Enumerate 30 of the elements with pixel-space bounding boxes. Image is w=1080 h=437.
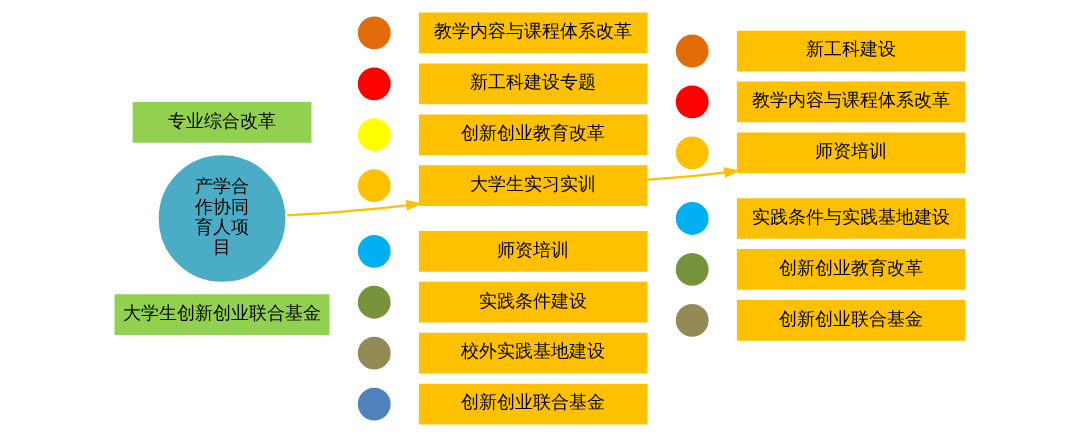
node-box: 实践条件与实践基地建设 bbox=[736, 198, 966, 239]
node-circle bbox=[357, 234, 391, 268]
node-circle bbox=[675, 202, 709, 235]
node-circle bbox=[675, 136, 709, 170]
node-box: 新工科建设 bbox=[736, 30, 966, 72]
node-circle bbox=[675, 85, 709, 119]
node-box: 新工科建设专题 bbox=[418, 63, 648, 105]
node-box: 创新创业教育改革 bbox=[736, 249, 966, 290]
node-box: 教学内容与课程体系改革 bbox=[736, 81, 966, 123]
node-circle bbox=[675, 303, 709, 337]
node-box: 创新创业联合基金 bbox=[418, 383, 648, 425]
node-box: 校外实践基地建设 bbox=[418, 332, 648, 374]
node-box: 教学内容与课程体系改革 bbox=[418, 12, 648, 54]
node-circle bbox=[357, 118, 391, 152]
node-box: 大学生创新创业联合基金 bbox=[114, 294, 330, 336]
node-circle bbox=[357, 387, 391, 421]
node-circle bbox=[357, 336, 391, 370]
node-circle bbox=[357, 169, 391, 203]
node-circle bbox=[675, 253, 709, 286]
node-circle bbox=[675, 34, 709, 68]
node-box: 创新创业联合基金 bbox=[736, 299, 966, 341]
node-box: 师资培训 bbox=[736, 132, 966, 174]
node-box: 实践条件建设 bbox=[418, 281, 648, 323]
node-circle bbox=[357, 67, 391, 101]
node-box: 师资培训 bbox=[418, 230, 648, 272]
node-circle bbox=[357, 285, 391, 319]
node-box: 专业综合改革 bbox=[132, 101, 312, 143]
node-box: 大学生实习实训 bbox=[418, 165, 648, 207]
node-box: 创新创业教育改革 bbox=[418, 114, 648, 156]
node-circle bbox=[357, 16, 391, 50]
